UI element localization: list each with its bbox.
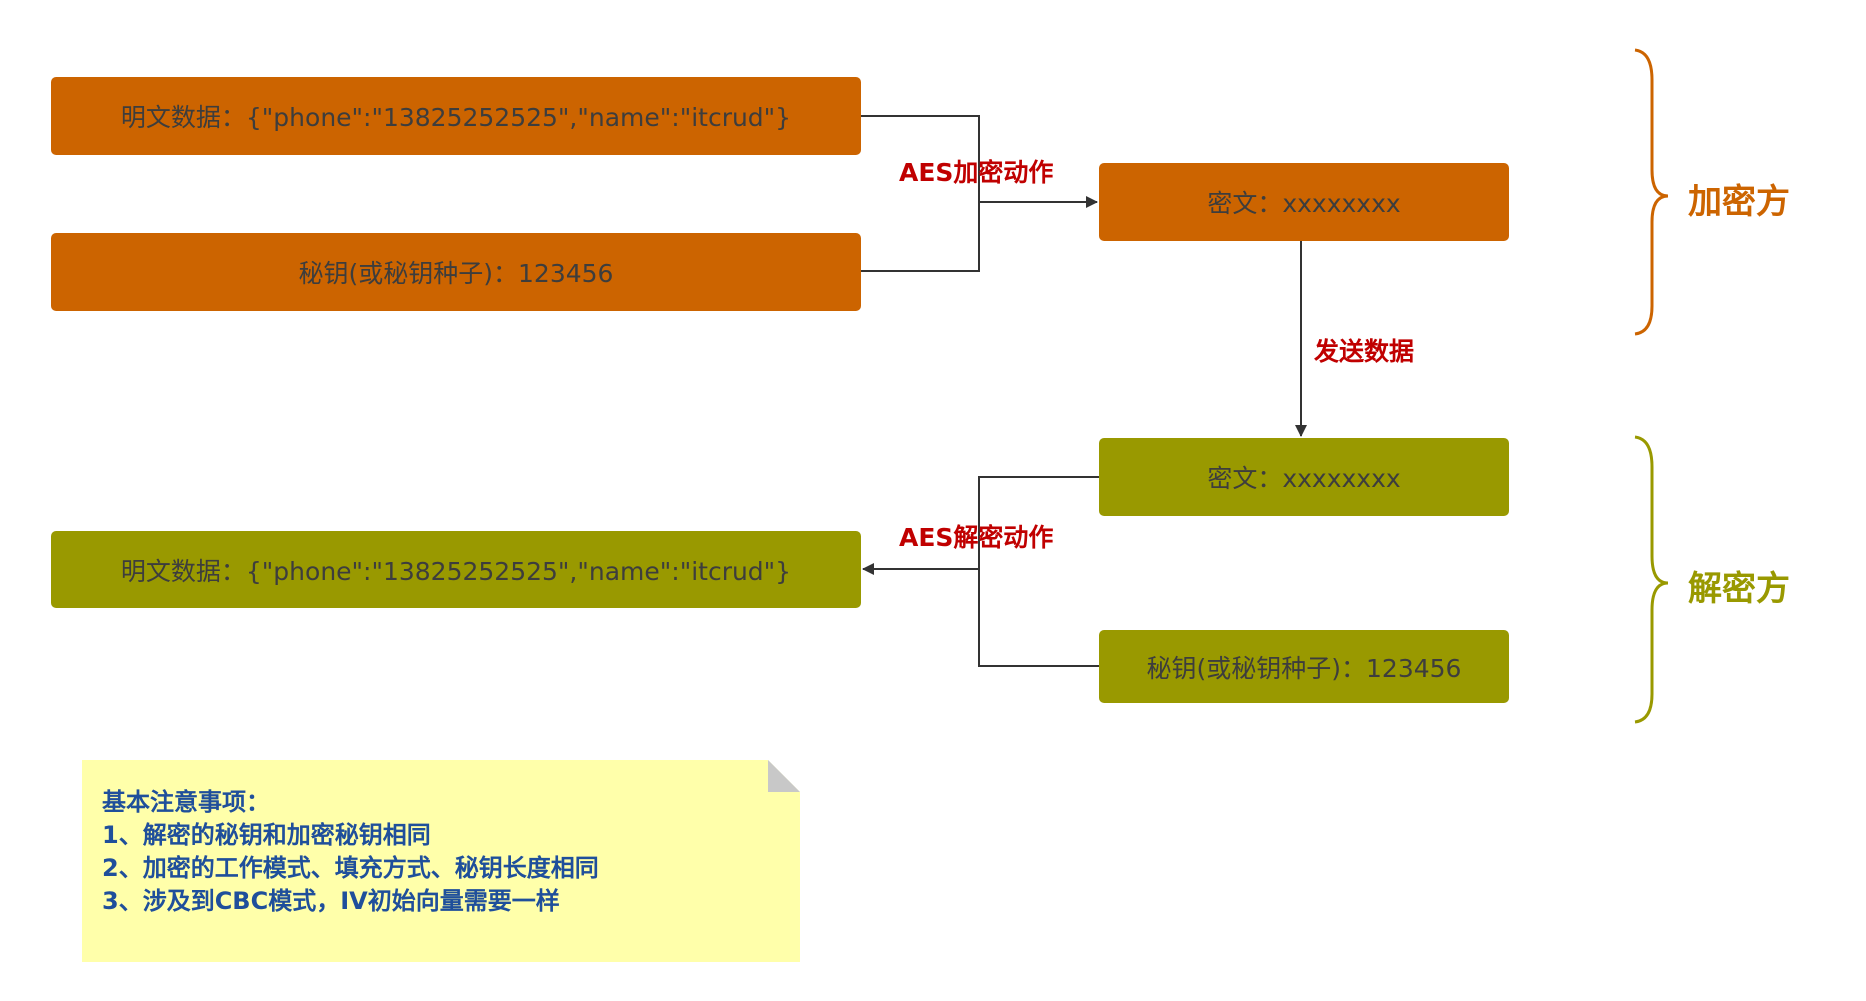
decrypt-key-box: 秘钥(或秘钥种子)：123456 (1099, 630, 1509, 703)
decrypt-brace (1634, 435, 1669, 724)
notes-title: 基本注意事项： (102, 788, 270, 816)
decrypt-connector (978, 476, 1099, 667)
encrypt-key-box: 秘钥(或秘钥种子)：123456 (51, 233, 861, 311)
aes-encrypt-label: AES加密动作 (899, 158, 1054, 187)
aes-decrypt-label: AES解密动作 (899, 523, 1054, 552)
encrypt-plaintext-text: 明文数据：{"phone":"13825252525","name":"itcr… (120, 103, 792, 132)
encrypt-ciphertext-box: 密文：xxxxxxxx (1099, 163, 1509, 241)
notes: 基本注意事项： 1、解密的秘钥和加密秘钥相同 2、加密的工作模式、填充方式、秘钥… (102, 786, 599, 918)
note-item-3: 3、涉及到CBC模式，IV初始向量需要一样 (102, 887, 560, 915)
decrypt-plaintext-box: 明文数据：{"phone":"13825252525","name":"itcr… (51, 531, 861, 608)
send-data-label: 发送数据 (1314, 337, 1415, 366)
decrypt-key-text: 秘钥(或秘钥种子)：123456 (1146, 653, 1462, 683)
plaintext-connector (861, 115, 980, 272)
decrypt-ciphertext-box: 密文：xxxxxxxx (1099, 438, 1509, 516)
encrypt-ciphertext-text: 密文：xxxxxxxx (1207, 189, 1401, 218)
decrypt-ciphertext-text: 密文：xxxxxxxx (1207, 464, 1401, 493)
note-shape (82, 760, 800, 962)
encrypt-side-label: 加密方 (1688, 182, 1790, 222)
decrypt-side-label: 解密方 (1688, 569, 1790, 609)
note-item-2: 2、加密的工作模式、填充方式、秘钥长度相同 (102, 854, 599, 882)
decrypt-plaintext-text: 明文数据：{"phone":"13825252525","name":"itcr… (120, 556, 792, 586)
note-item-1: 1、解密的秘钥和加密秘钥相同 (102, 821, 431, 849)
encrypt-key-text: 秘钥(或秘钥种子)：123456 (298, 259, 614, 288)
encrypt-plaintext-box: 明文数据：{"phone":"13825252525","name":"itcr… (51, 77, 861, 155)
encrypt-brace (1634, 48, 1669, 336)
